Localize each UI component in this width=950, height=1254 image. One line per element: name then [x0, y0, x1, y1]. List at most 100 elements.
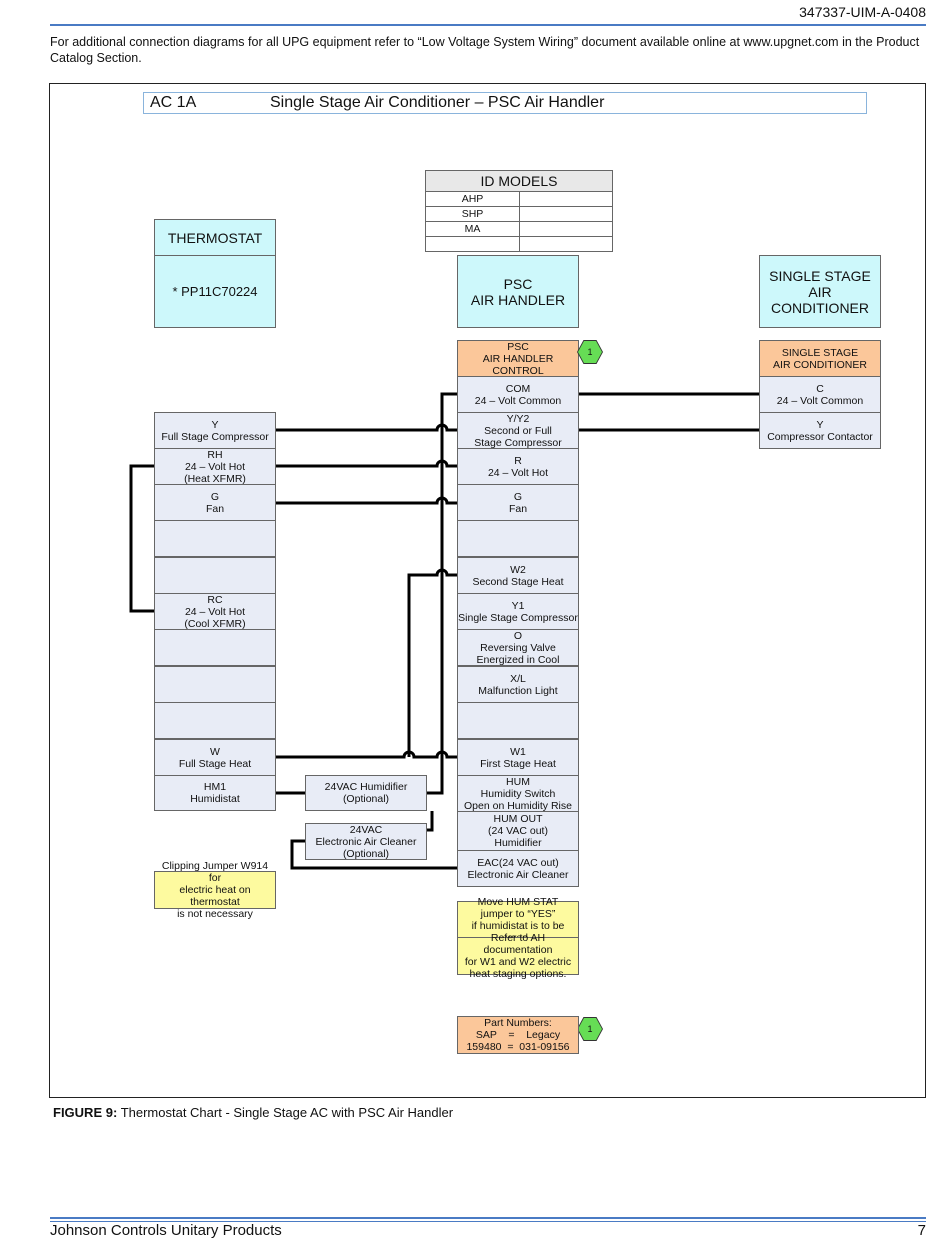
humidifier-box: 24VAC Humidifier (Optional) — [305, 775, 427, 811]
wire-air-cleaner-return — [290, 839, 457, 870]
page-number: 7 — [917, 1222, 926, 1239]
terminal-desc: Second Stage Heat — [472, 575, 564, 588]
note-line: electric heat on thermostat — [179, 884, 251, 908]
terminal-desc: Electronic Air Cleaner — [467, 868, 569, 881]
terminal-desc: (Heat XFMR) — [184, 472, 246, 485]
terminal-code: G — [513, 490, 523, 503]
figure-caption: FIGURE 9: Thermostat Chart - Single Stag… — [53, 1105, 453, 1120]
diagram-frame — [49, 83, 926, 1098]
note-line: Part Numbers: — [484, 1017, 552, 1029]
terminal-desc: Reversing Valve — [480, 641, 556, 654]
terminal-desc: 24 – Volt Common — [474, 394, 562, 407]
terminal-desc: Humidity Switch — [480, 787, 556, 800]
condenser-header-line: AIR — [808, 283, 832, 300]
terminal-desc: 24 – Volt Hot — [184, 460, 246, 473]
air-handler-terminal-empty — [457, 520, 579, 557]
terminal-code: COM — [505, 382, 531, 395]
terminal-desc: Humidifier — [494, 837, 542, 849]
control-header-line: SINGLE STAGE — [781, 346, 859, 359]
terminal-code: HUM OUT — [493, 813, 543, 825]
intro-text: For additional connection diagrams for a… — [50, 35, 920, 65]
thermostat-terminal-empty — [154, 557, 276, 594]
wire-air-cleaner-eac — [427, 811, 434, 832]
figure-label: FIGURE 9: — [53, 1105, 118, 1120]
diagram-code: AC 1A — [150, 94, 197, 111]
terminal-desc: Single Stage Compressor — [458, 611, 578, 624]
terminal-desc: Stage Compressor — [474, 436, 562, 449]
air-handler-header-line: AIR HANDLER — [470, 291, 566, 308]
note-line: jumper to “YES” — [480, 907, 556, 920]
thermostat-terminal-empty — [154, 520, 276, 557]
wire-rh-rc-jumper — [129, 464, 154, 613]
terminal-code: W1 — [510, 745, 526, 758]
terminal-desc: Energized in Cool — [476, 653, 560, 666]
terminal-code: C — [816, 382, 824, 395]
wire-thermostat-rh — [276, 459, 457, 468]
air-handler-terminal-com: COM 24 – Volt Common — [457, 376, 579, 413]
note-line: Clipping Jumper W914 for — [161, 860, 269, 884]
terminal-code: W — [210, 745, 220, 758]
air-handler-terminal-w2: W2 Second Stage Heat — [457, 557, 579, 594]
wire-w-to-w2 — [407, 568, 457, 757]
condenser-header-line: CONDITIONER — [771, 299, 869, 316]
terminal-desc: Open on Humidity Rise — [464, 799, 572, 812]
control-header-line: AIR HANDLER CONTROL — [482, 352, 554, 377]
control-header-line: PSC — [507, 340, 529, 353]
jumper-note: Clipping Jumper W914 for electric heat o… — [154, 860, 276, 920]
thermostat-terminal-rc: RC 24 – Volt Hot (Cool XFMR) — [154, 593, 276, 630]
air-handler-terminal-y-y2: Y/Y2 Second or Full Stage Compressor — [457, 412, 579, 449]
air-handler-terminal-o: O Reversing Valve Energized in Cool — [457, 629, 579, 666]
note-line: SAP = Legacy — [475, 1029, 561, 1041]
air-handler-terminal-y1: Y1 Single Stage Compressor — [457, 593, 579, 630]
terminal-desc: Second or Full — [484, 424, 552, 437]
hum-stat-note: Move HUM STAT jumper to “YES” if humidis… — [457, 896, 579, 944]
terminal-code: HUM — [506, 775, 530, 788]
note-line: 159480 = 031-09156 — [466, 1041, 570, 1053]
footer-company: Johnson Controls Unitary Products — [50, 1222, 282, 1239]
thermostat-terminal-empty — [154, 629, 276, 666]
control-header-line: AIR CONDITIONER — [773, 358, 867, 371]
terminal-desc: 24 – Volt Common — [776, 394, 864, 407]
wire-com-bus — [427, 392, 457, 795]
terminal-desc: (Cool XFMR) — [184, 617, 246, 630]
accessory-label: (Optional) — [342, 793, 390, 805]
terminal-code: G — [210, 490, 220, 503]
air-handler-terminal-w1: W1 First Stage Heat — [457, 739, 579, 776]
air-handler-control-header: PSC AIR HANDLER CONTROL — [457, 340, 579, 377]
terminal-code: EAC(24 VAC out) — [477, 856, 559, 869]
condenser-header: SINGLE STAGE AIR CONDITIONER — [759, 255, 881, 328]
wire-thermostat-g — [276, 496, 457, 505]
air-handler-terminal-eac: EAC(24 VAC out) Electronic Air Cleaner — [457, 850, 579, 887]
note-badge: 1 — [578, 341, 602, 363]
note-line: is not necessary — [177, 908, 253, 920]
thermostat-terminal-hm1: HM1 Humidistat — [154, 775, 276, 811]
part-numbers-note: Part Numbers: SAP = Legacy 159480 = 031-… — [457, 1016, 579, 1054]
footer-rule — [50, 1221, 926, 1222]
terminal-desc: Full Stage Compressor — [161, 430, 269, 443]
terminal-desc: Fan — [508, 502, 528, 515]
note-line: Refer to AH documentation — [483, 932, 553, 956]
terminal-desc: (24 VAC out) — [488, 825, 548, 837]
note-line: for W1 and W2 electric — [464, 956, 572, 968]
terminal-code: X/L — [510, 672, 526, 685]
id-models-table: ID MODELS AHP SHP MA — [425, 170, 613, 252]
accessory-label: (Optional) — [342, 847, 390, 860]
terminal-code: O — [513, 629, 523, 642]
thermostat-terminal-rh: RH 24 – Volt Hot (Heat XFMR) — [154, 448, 276, 485]
note-badge: 1 — [578, 1018, 602, 1040]
terminal-code: R — [514, 454, 522, 467]
air-handler-header-line: PSC — [503, 275, 533, 292]
terminal-desc: 24 – Volt Hot — [487, 466, 549, 479]
condenser-header-line: SINGLE STAGE — [769, 267, 871, 284]
terminal-desc: First Stage Heat — [480, 757, 556, 770]
terminal-desc: Malfunction Light — [478, 684, 558, 697]
note-line: Move HUM STAT — [477, 895, 559, 908]
terminal-desc: Compressor Contactor — [767, 430, 873, 443]
wire-thermostat-w — [276, 750, 457, 759]
note-line: heat staging options. — [469, 968, 567, 980]
air-handler-header: PSC AIR HANDLER — [457, 255, 579, 328]
terminal-code: Y — [816, 418, 824, 431]
thermostat-terminal-w: W Full Stage Heat — [154, 739, 276, 776]
thermostat-model: * PP11C70224 — [154, 255, 276, 328]
terminal-code: Y — [211, 418, 219, 431]
